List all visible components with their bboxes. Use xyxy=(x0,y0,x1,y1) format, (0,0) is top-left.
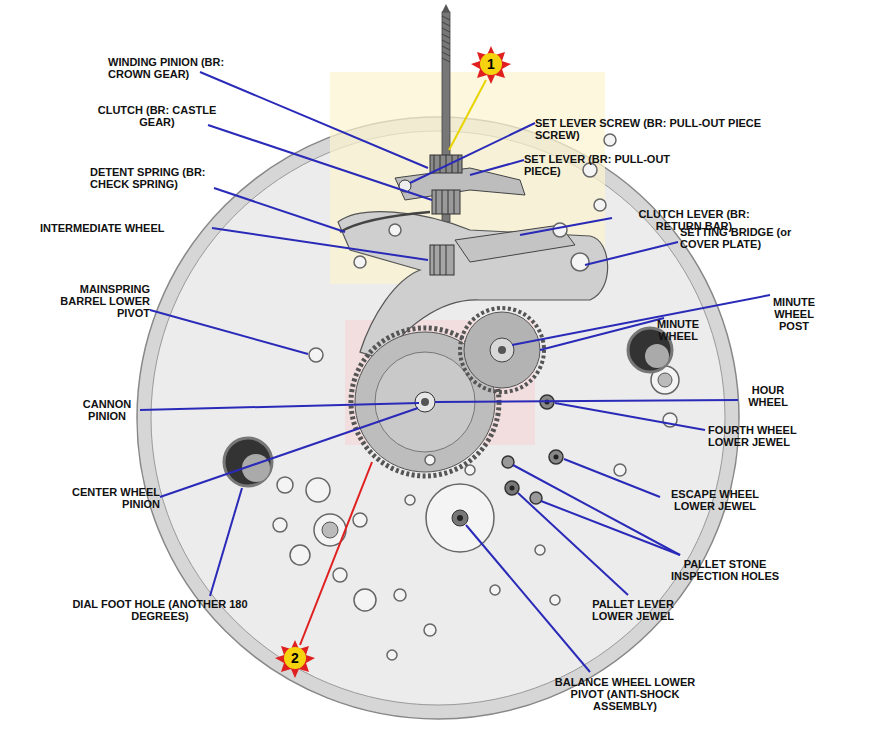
part-label: MINUTE WHEEL POST xyxy=(766,296,822,332)
part-label: FOURTH WHEEL LOWER JEWEL xyxy=(708,424,808,448)
part-label: MINUTE WHEEL xyxy=(650,318,706,342)
part-label: HOUR WHEEL xyxy=(740,384,796,408)
part-label: SET LEVER (BR: PULL-OUT PIECE) xyxy=(524,153,674,177)
callout-number: 2 xyxy=(285,650,305,666)
part-label: ESCAPE WHEEL LOWER JEWEL xyxy=(660,488,770,512)
part-label: BALANCE WHEEL LOWER PIVOT (ANTI-SHOCK AS… xyxy=(540,676,710,712)
part-label: DIAL FOOT HOLE (ANOTHER 180 DEGREES) xyxy=(60,598,260,622)
part-label: MAINSPRING BARREL LOWER PIVOT xyxy=(48,283,150,319)
part-label: SET LEVER SCREW (BR: PULL-OUT PIECE SCRE… xyxy=(535,117,785,141)
part-label: DETENT SPRING (BR: CHECK SPRING) xyxy=(90,166,220,190)
part-label: CANNON PINION xyxy=(76,398,138,422)
part-label: INTERMEDIATE WHEEL xyxy=(40,222,215,234)
part-label: SETTING BRIDGE (or COVER PLATE) xyxy=(680,226,830,250)
part-label: CLUTCH (BR: CASTLE GEAR) xyxy=(92,104,222,128)
callout-number: 1 xyxy=(481,56,501,72)
part-label: WINDING PINION (BR: CROWN GEAR) xyxy=(108,56,228,80)
part-label: PALLET LEVER LOWER JEWEL xyxy=(578,598,688,622)
part-label: PALLET STONE INSPECTION HOLES xyxy=(650,558,800,582)
part-label: CENTER WHEEL PINION xyxy=(56,486,160,510)
